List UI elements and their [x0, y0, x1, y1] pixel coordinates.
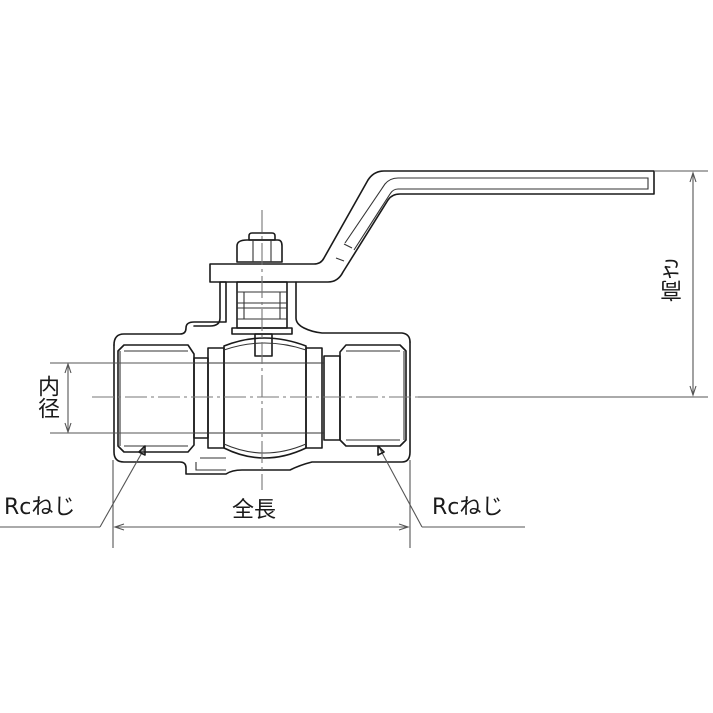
- total-length-label: 全長: [232, 498, 277, 523]
- rc-thread-label-right: Rcねじ: [432, 495, 504, 520]
- lever-handle: [209, 170, 655, 283]
- inner-diameter-dimension: [50, 362, 194, 434]
- thread-leader-right: [377, 445, 525, 528]
- rc-thread-label-left: Rcねじ: [4, 495, 76, 520]
- height-label: 高さ: [661, 258, 686, 302]
- valve-body: [113, 281, 411, 475]
- thread-leader-left: [0, 445, 146, 528]
- stem-nut: [236, 232, 283, 263]
- inner-diameter-label: 内径: [34, 375, 59, 419]
- height-dimension: [418, 170, 708, 398]
